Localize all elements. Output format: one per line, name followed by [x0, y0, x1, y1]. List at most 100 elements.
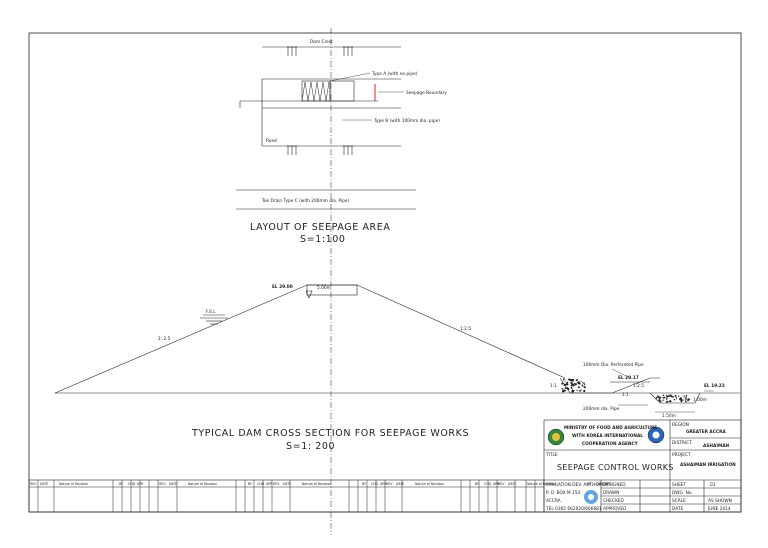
gravel-dot [662, 399, 664, 401]
revision-header: Nature of Revision [59, 482, 88, 486]
gravel-dot [580, 389, 582, 391]
gravel-dot [655, 398, 657, 400]
gravel-dot [576, 382, 579, 384]
seepage-boundary-label: Seepage Boundary [406, 90, 447, 96]
revision-header: APR [493, 482, 500, 486]
gravel-dot [561, 387, 564, 390]
gravel-dot [659, 400, 662, 403]
dam-embankment [54, 284, 566, 394]
toe-drain-label: Toe Drain Type C (with 200mm dia. Pipe) [261, 198, 350, 204]
role-drawn: DRAWN [603, 490, 619, 496]
revision-header: DATE [169, 482, 177, 486]
gravel-dot [678, 395, 680, 397]
dam-crest-label: Dam Crest [310, 39, 333, 45]
leader-pipe-100 [611, 368, 631, 379]
gravel-dot [572, 385, 574, 387]
gravel-dot [662, 397, 664, 399]
section-scale: S=1: 200 [286, 441, 335, 452]
gravel-dot [685, 396, 687, 399]
revision-header: Nature of Revision [188, 482, 217, 486]
leader-type-a [329, 72, 371, 82]
revision-header: APR [380, 482, 387, 486]
role-checked: CHECKED [603, 498, 624, 504]
gravel-dot [655, 396, 658, 399]
authority-logo [584, 490, 598, 504]
scale-value: AS SHOWN [708, 498, 732, 504]
gravel-dot [566, 387, 569, 389]
gravel-dot [686, 398, 688, 400]
gravel-dot [665, 398, 668, 400]
filter-zigzag [301, 81, 330, 102]
upstream-slope: 1: 2.5 [158, 336, 171, 342]
layout-scale: S=1:100 [300, 234, 346, 245]
gravel-dot [561, 382, 564, 385]
bottom-width: 1.50m [662, 413, 676, 419]
gravel-dot [568, 378, 570, 381]
gravel-dot [582, 381, 584, 383]
toe-trench [649, 392, 701, 404]
title-block [28, 419, 742, 513]
toe-slope-left: 1:1 [550, 383, 557, 389]
revision-header: APR [266, 482, 273, 486]
toe-level: EL 19.23 [704, 383, 725, 389]
revision-header: DATE [40, 482, 48, 486]
gravel-dot [658, 396, 662, 399]
gravel-dot [579, 390, 581, 392]
revision-header: Nature of Revision [527, 482, 556, 486]
gravel-dot [571, 383, 573, 385]
berm-level: EL 20.17 [618, 375, 639, 381]
ministry-name: MINISTRY OF FOOD AND AGRICULTURE [564, 425, 657, 431]
with-line: WITH KOREA INTERNATIONAL [572, 433, 643, 439]
gravel-dot [576, 389, 578, 391]
section-title: TYPICAL DAM CROSS SECTION FOR SEEPAGE WO… [191, 428, 469, 439]
type-b-box [329, 80, 355, 102]
project-label: PROJECT [672, 452, 691, 458]
gravel-dot [583, 389, 586, 393]
revision-header: REV [498, 482, 505, 486]
district-label: DISTRICT [672, 440, 692, 446]
gravel-dot [563, 384, 566, 386]
revision-header: REV [159, 482, 166, 486]
revision-header: CHD [257, 482, 265, 486]
title-label: TITLE [545, 452, 558, 458]
gravel-dot [573, 382, 576, 384]
role-designed: DESIGNED [603, 482, 626, 488]
gravel-dot [575, 379, 578, 381]
toe-drain-outline [559, 377, 660, 394]
gravel-dot [574, 384, 576, 386]
region-value: GREATER ACCRA [686, 429, 726, 435]
gravel-dot [666, 394, 668, 396]
revision-header: REV [30, 482, 37, 486]
revision-header: DATE [508, 482, 516, 486]
gravel-dot [667, 395, 670, 398]
type-a-label: Type A (with no pipe) [371, 71, 418, 77]
gravel-dot [670, 395, 673, 397]
road-label: Road [266, 138, 277, 144]
fsl-label: F.S.L [206, 309, 216, 315]
revision-header: BY [248, 482, 252, 486]
revision-header: APR [605, 482, 612, 486]
gravel-fill [561, 378, 691, 403]
revision-header: BY [119, 482, 123, 486]
crest-block [306, 284, 358, 296]
gravel-dot [662, 394, 665, 397]
gravel-dot [580, 380, 582, 382]
project-value: ASHAIMAN IRRIGATION [680, 462, 736, 468]
grass-symbol [343, 46, 353, 56]
layout-title: LAYOUT OF SEEPAGE AREA [250, 222, 390, 233]
crest-width: 5.00m [317, 285, 331, 291]
gravel-dot [584, 384, 586, 386]
revision-header: DATE [396, 482, 404, 486]
gravel-dot [564, 380, 566, 382]
revision-header: APR [137, 482, 144, 486]
revision-strip [28, 479, 545, 513]
gravel-dot [570, 386, 573, 389]
toe-slope-right: 1:1 [680, 397, 687, 403]
drawing-title: SEEPAGE CONTROL WORKS [557, 463, 674, 472]
gravel-dot [572, 379, 574, 381]
gravel-dot [680, 400, 683, 403]
crest-level: EL 29.00 [272, 284, 293, 290]
revision-header: BY [362, 482, 366, 486]
district-value: ASHAIMAN [703, 443, 730, 449]
